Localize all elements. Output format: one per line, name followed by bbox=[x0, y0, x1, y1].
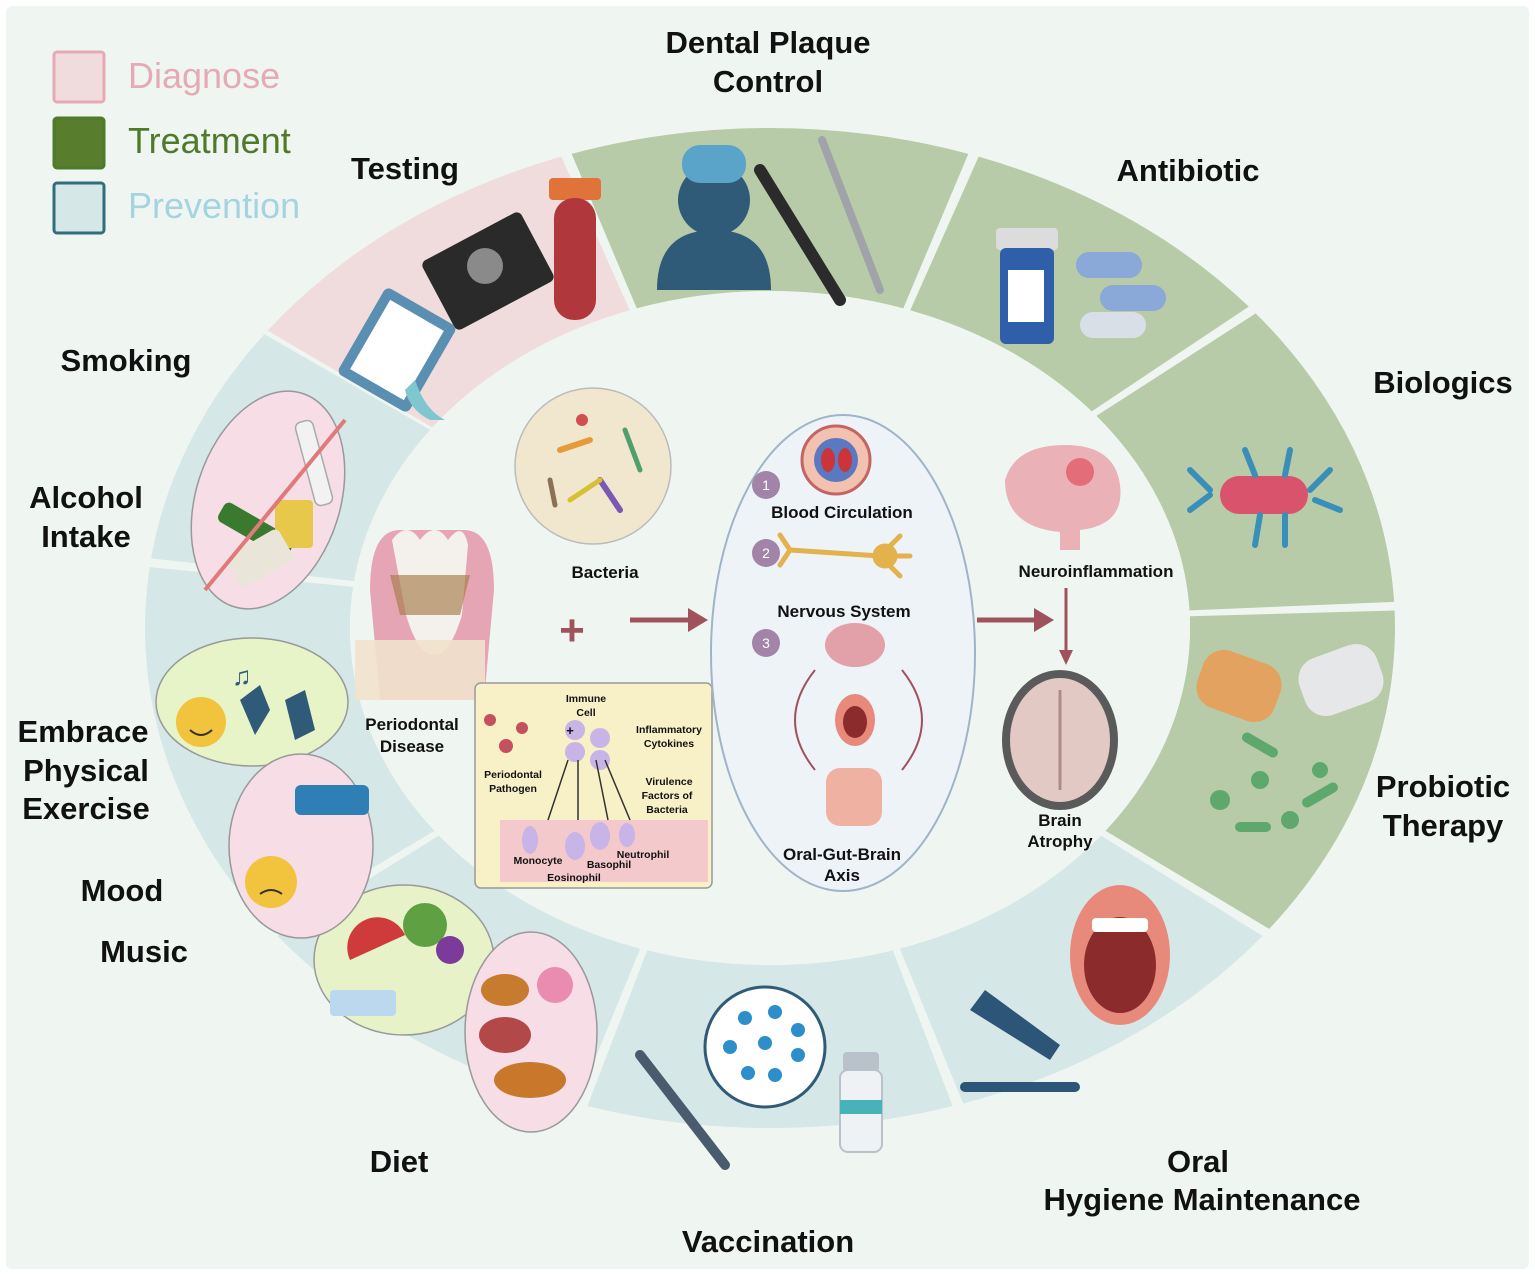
pathway-num-2: 2 bbox=[762, 545, 770, 561]
virulence-label-3: Bacteria bbox=[646, 804, 688, 816]
monocyte-label: Monocyte bbox=[513, 855, 562, 867]
label-embrace: Embrace bbox=[18, 714, 149, 749]
pathway-blood-circulation: Blood Circulation bbox=[771, 503, 913, 522]
svg-text:♫: ♫ bbox=[232, 661, 252, 691]
label-smoking: Smoking bbox=[61, 343, 192, 378]
brain-atrophy-label-1: Brain bbox=[1038, 811, 1081, 830]
pathway-num-1-badge bbox=[752, 471, 780, 499]
label-oral-2: Hygiene Maintenance bbox=[1044, 1182, 1361, 1217]
legend-label-treatment: Treatment bbox=[128, 120, 291, 161]
label-antibiotic: Antibiotic bbox=[1117, 153, 1260, 188]
arrow-head-to-brain bbox=[1034, 608, 1054, 632]
brain-inflamed-icon bbox=[1005, 445, 1121, 550]
bacteria-label: Bacteria bbox=[571, 563, 639, 582]
legend-swatch-diagnose bbox=[52, 50, 106, 104]
label-music: Music bbox=[100, 934, 188, 969]
exercise-mood-icon: ♫ bbox=[155, 637, 374, 939]
pathogen-label-1: Periodontal bbox=[484, 769, 542, 781]
blood-vessel-icon bbox=[800, 424, 872, 496]
label-exercise: Exercise bbox=[22, 791, 150, 826]
segment-labels: Testing Dental Plaque Control Antibiotic… bbox=[18, 25, 1513, 1259]
eosinophil-label: Eosinophil bbox=[547, 872, 601, 884]
antibody-icon bbox=[1187, 447, 1343, 548]
oral-gut-brain-label-1: Oral-Gut-Brain bbox=[783, 845, 901, 864]
svg-text:+: + bbox=[566, 723, 574, 738]
cytokines-label-2: Cytokines bbox=[644, 738, 694, 750]
oral-gut-brain-label-2: Axis bbox=[824, 866, 860, 885]
food-icon bbox=[313, 884, 598, 1133]
axis-arc-right bbox=[901, 669, 923, 771]
virulence-label-2: Factors of bbox=[642, 790, 693, 802]
segment-antibiotic bbox=[910, 156, 1249, 412]
plus-sign: + bbox=[559, 606, 585, 655]
brain-atrophy-label-2: Atrophy bbox=[1027, 832, 1093, 851]
label-vaccination: Vaccination bbox=[682, 1224, 854, 1259]
arrows bbox=[630, 588, 1073, 665]
probiotic-capsule-icon bbox=[1196, 643, 1384, 832]
inset-immune-panel: + bbox=[474, 682, 713, 889]
axis-arc-left bbox=[794, 669, 816, 771]
periodontal-disease-label-2: Disease bbox=[380, 737, 444, 756]
test-tube-monitor-clipboard-icon bbox=[338, 178, 601, 420]
immune-cell-label-1: Immune bbox=[566, 693, 606, 705]
legend-label-diagnose: Diagnose bbox=[128, 55, 280, 96]
neutrophil-label: Neutrophil bbox=[617, 849, 670, 861]
label-dental-plaque-1: Dental Plaque bbox=[666, 25, 871, 60]
pathway-num-1: 1 bbox=[762, 477, 770, 493]
pathogen-label-2: Pathogen bbox=[489, 783, 537, 795]
label-biologics: Biologics bbox=[1373, 365, 1513, 400]
brain-atrophy-icon bbox=[1002, 670, 1118, 810]
label-intake: Intake bbox=[41, 519, 131, 554]
arrow-head-to-atrophy bbox=[1059, 650, 1073, 665]
virulence-label-1: Virulence bbox=[645, 776, 692, 788]
label-mood: Mood bbox=[81, 873, 164, 908]
pathway-nervous-system: Nervous System bbox=[777, 602, 910, 621]
dentist-tools-icon bbox=[657, 136, 884, 306]
label-testing: Testing bbox=[351, 151, 459, 186]
tooth-periodontal-icon bbox=[355, 530, 494, 700]
label-diet: Diet bbox=[370, 1144, 429, 1179]
legend-swatch-treatment bbox=[52, 116, 106, 170]
legend-swatch-prevention bbox=[52, 181, 106, 235]
neuroinflammation-label: Neuroinflammation bbox=[1019, 562, 1174, 581]
basophil-label: Basophil bbox=[587, 859, 631, 871]
brain-small-icon bbox=[825, 623, 885, 667]
syringe-vial-icon bbox=[635, 985, 883, 1170]
segment-biologics bbox=[1096, 313, 1395, 611]
mouth-small-icon bbox=[835, 694, 875, 746]
no-smoking-alcohol-icon bbox=[190, 390, 347, 610]
label-oral-1: Oral bbox=[1167, 1144, 1229, 1179]
pathway-num-3: 3 bbox=[762, 635, 770, 651]
legend-label-prevention: Prevention bbox=[128, 185, 300, 226]
toolbrush-mouth-icon bbox=[960, 885, 1170, 1092]
immune-cell-label-2: Cell bbox=[576, 707, 595, 719]
pathway-num-2-badge bbox=[752, 539, 780, 567]
arrow-head-to-pathways bbox=[688, 608, 708, 632]
pathway-num-3-badge bbox=[752, 629, 780, 657]
cytokines-label-1: Inflammatory bbox=[636, 724, 702, 736]
label-probiotic-2: Therapy bbox=[1383, 808, 1504, 843]
label-alcohol: Alcohol bbox=[29, 480, 143, 515]
legend: Diagnose Treatment Prevention bbox=[52, 50, 300, 235]
label-physical: Physical bbox=[23, 753, 149, 788]
neuron-icon bbox=[777, 532, 913, 579]
intestine-icon bbox=[826, 768, 882, 826]
label-dental-plaque-2: Control bbox=[713, 64, 823, 99]
pill-bottle-icon bbox=[996, 228, 1166, 344]
label-probiotic-1: Probiotic bbox=[1376, 769, 1510, 804]
periodontal-disease-label-1: Periodontal bbox=[365, 715, 459, 734]
bacteria-circle-icon bbox=[514, 387, 672, 545]
bacteria-icon bbox=[547, 414, 643, 513]
